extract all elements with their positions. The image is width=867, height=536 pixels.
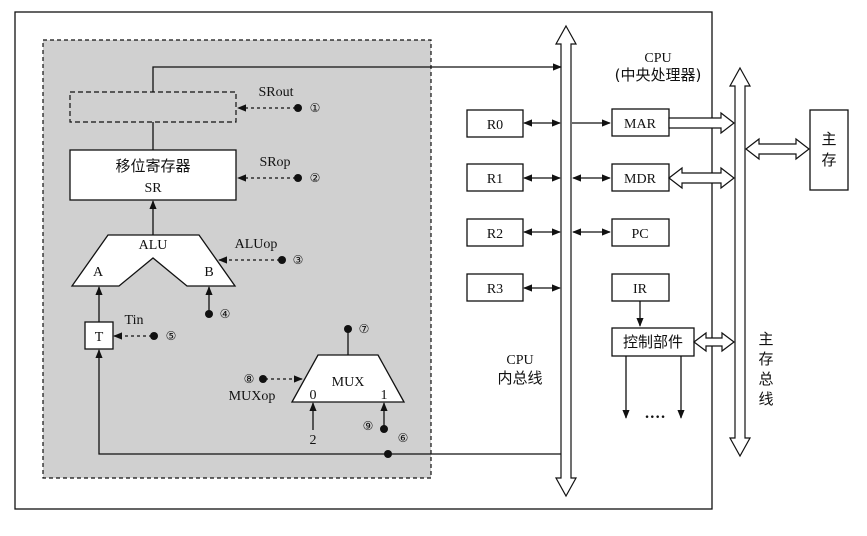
register-r1-label: R1 (487, 172, 503, 187)
mux-input-1-label: 1 (381, 388, 388, 403)
ir-label: IR (633, 282, 648, 297)
register-r2-label: R2 (487, 227, 503, 242)
register-r3 (466, 273, 524, 302)
mux-source-2-label: 2 (310, 433, 317, 448)
control-system-bus-link (693, 331, 735, 353)
control-number-4: ④ (220, 307, 231, 321)
aluop-label: ALUop (235, 237, 278, 252)
register-r1 (466, 163, 524, 192)
ir-register (611, 273, 670, 302)
control-unit (611, 327, 695, 357)
control-point-8 (259, 375, 267, 383)
main-memory-label-char2: 存 (821, 151, 836, 169)
mux-shape (290, 354, 406, 403)
bus-to-t-line (95, 349, 561, 455)
mar-label: MAR (624, 117, 657, 132)
system-bus-label-char3: 总 (758, 370, 773, 388)
main-memory-label-char1: 主 (821, 130, 836, 148)
main-memory (809, 109, 849, 191)
control-number-3: ③ (293, 253, 304, 267)
control-point-1 (294, 104, 302, 112)
mdr-system-bus-link (668, 166, 735, 190)
control-point-6 (384, 450, 392, 458)
system-bus-label-char2: 存 (758, 350, 773, 368)
register-r2 (466, 218, 524, 247)
memory-system-bus-link (745, 137, 810, 161)
control-point-3 (278, 256, 286, 264)
mux-input-0-label: 0 (310, 388, 317, 403)
internal-bus-label-line2: 内总线 (497, 369, 542, 387)
control-point-4 (205, 310, 213, 318)
alu-input-b-label: B (204, 265, 213, 280)
control-point-2 (294, 174, 302, 182)
control-unit-label: 控制部件 (623, 333, 683, 351)
srout-label: SRout (258, 85, 293, 100)
shift-register-sr-label: SR (144, 181, 162, 196)
pc-register (611, 218, 670, 247)
mdr-register (611, 163, 670, 192)
register-r0-label: R0 (487, 118, 503, 133)
sr-to-bus-line (152, 63, 562, 92)
alu-shape (70, 234, 237, 287)
system-bus-label-char1: 主 (758, 330, 773, 348)
alu-label: ALU (139, 238, 168, 253)
pc-label: PC (631, 227, 648, 242)
mdr-label: MDR (624, 172, 657, 187)
srop-label: SRop (259, 155, 290, 170)
control-number-5: ⑤ (166, 329, 177, 343)
alu-input-a-label: A (93, 265, 104, 280)
register-r0 (466, 109, 524, 138)
control-output-ellipsis: ···· (644, 409, 665, 426)
mar-to-system-bus-arrow (668, 111, 735, 135)
control-number-7: ⑦ (359, 322, 370, 336)
muxop-label: MUXop (229, 389, 276, 404)
cpu-subtitle: (中央处理器) (615, 66, 702, 84)
register-r3-label: R3 (487, 282, 503, 297)
internal-bus-label-line1: CPU (506, 353, 533, 368)
cpu-frame (14, 11, 713, 510)
control-point-9 (380, 425, 388, 433)
control-number-2: ② (310, 171, 321, 185)
control-number-9: ⑨ (363, 419, 374, 433)
cpu-internal-bus (554, 24, 578, 498)
mux-label: MUX (332, 375, 365, 390)
control-number-6: ⑥ (398, 431, 409, 445)
control-point-5 (150, 332, 158, 340)
cpu-title: CPU (644, 51, 671, 66)
control-point-7 (344, 325, 352, 333)
control-number-1: ① (310, 101, 321, 115)
t-register-label: T (95, 330, 104, 345)
tin-label: Tin (125, 313, 144, 328)
t-register (84, 321, 114, 350)
system-bus (728, 66, 752, 458)
shift-register-label: 移位寄存器 (115, 157, 190, 175)
control-number-8: ⑧ (244, 372, 255, 386)
system-bus-label-char4: 线 (758, 390, 773, 408)
